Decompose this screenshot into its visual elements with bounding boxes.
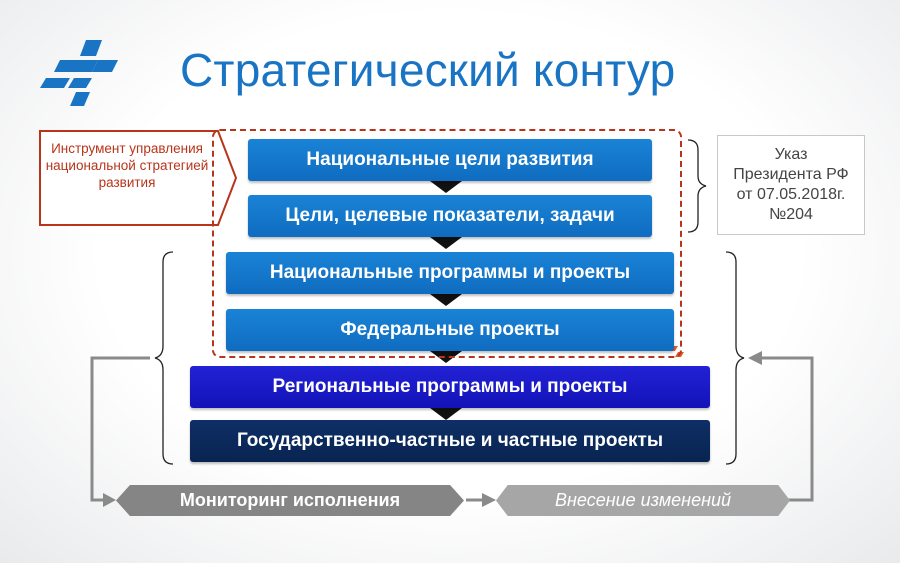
level-goals-targets: Цели, целевые показатели, задачи <box>248 195 652 237</box>
decree-box: Указ Президента РФ от 07.05.2018г. №204 <box>717 135 865 235</box>
right-brace <box>725 251 745 465</box>
down-arrow-1 <box>430 181 462 193</box>
level-regional-programs: Региональные программы и проекты <box>190 366 710 408</box>
down-arrow-3 <box>430 294 462 306</box>
monitoring-box: Мониторинг исполнения <box>116 485 464 516</box>
arrowhead-changes <box>482 493 496 507</box>
down-arrow-5 <box>430 408 462 420</box>
instrument-callout-shape <box>39 130 238 226</box>
arrowhead-right-brace <box>748 351 762 365</box>
right-brace-decree <box>687 139 707 233</box>
national-strategy-region <box>212 129 682 358</box>
down-arrow-2 <box>430 237 462 249</box>
logo-icon <box>40 40 118 106</box>
feedback-loop-left <box>90 356 150 502</box>
decree-label: Указ Президента РФ от 07.05.2018г. №204 <box>733 146 849 223</box>
arrowhead-monitoring <box>103 493 116 507</box>
changes-box: Внесение изменений <box>496 485 790 516</box>
level-federal-projects: Федеральные проекты <box>226 309 674 351</box>
left-brace <box>154 251 174 465</box>
level-national-goals: Национальные цели развития <box>248 139 652 181</box>
instrument-label: Инструмент управления национальной страт… <box>45 141 209 190</box>
feedback-loop-right <box>760 356 814 502</box>
level-national-programs: Национальные программы и проекты <box>226 252 674 294</box>
page-title: Стратегический контур <box>180 44 676 96</box>
level-ppp-projects: Государственно-частные и частные проекты <box>190 420 710 462</box>
